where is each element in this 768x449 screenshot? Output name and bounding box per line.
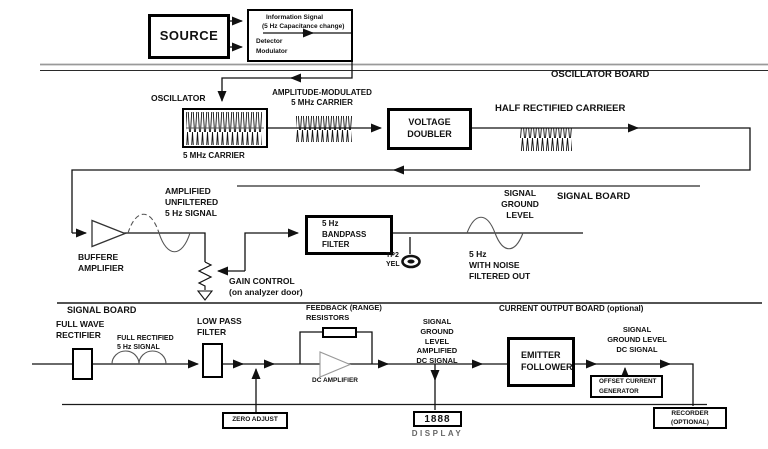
detector-capacitance-label: (5 Hz Capacitance change)	[262, 23, 345, 30]
feedback-resistor-symbol	[322, 327, 357, 338]
full-wave-rectifier-label: FULL WAVE RECTIFIER	[56, 319, 105, 341]
voltage-doubler-block: VOLTAGE DOUBLER	[387, 108, 472, 150]
full-wave-rectifier-block	[72, 348, 93, 380]
buffer-amplifier-label: BUFFERE AMPLIFIER	[78, 252, 124, 274]
gain-potentiometer	[197, 261, 245, 290]
display-caption: DISPLAY	[411, 429, 464, 438]
half-rectified-carrier-label: HALF RECTIFIED CARRIEER	[495, 103, 626, 114]
signal-board-heading-lower: SIGNAL BOARD	[67, 305, 137, 315]
current-output-board-heading: CURRENT OUTPUT BOARD (optional)	[499, 304, 644, 313]
low-pass-filter-block	[202, 343, 223, 378]
full-rectified-signal-label: FULL RECTIFIED 5 Hz SIGNAL	[117, 335, 174, 352]
carrier-waveform	[186, 112, 264, 145]
source-block: SOURCE	[148, 14, 230, 59]
signal-board-heading-upper: SIGNAL BOARD	[557, 191, 631, 202]
board-separators	[40, 63, 768, 406]
amplified-unfiltered-label: AMPLIFIED UNFILTERED 5 Hz SIGNAL	[165, 186, 219, 219]
amplitude-modulated-waveform	[296, 116, 352, 142]
signal-ground-level-label: SIGNAL GROUND LEVEL	[501, 188, 539, 221]
amplitude-modulated-label: AMPLITUDE-MODULATED 5 MHz CARRIER	[272, 88, 372, 108]
tp2-label: TP2 YEL	[386, 252, 400, 269]
half-rectified-waveform	[520, 128, 572, 151]
dc-amplifier-symbol	[319, 351, 352, 378]
recorder-block: RECORDER (OPTIONAL)	[653, 407, 727, 429]
display-readout: 1888	[413, 411, 462, 427]
oscillator-label: OSCILLATOR	[151, 93, 206, 103]
noise-filtered-label: 5 Hz WITH NOISE FILTERED OUT	[469, 249, 531, 282]
detector-label: Detector	[256, 38, 283, 45]
offset-current-generator-block: OFFSET CURRENT GENERATOR	[590, 375, 663, 398]
unfiltered-5hz-waveform	[127, 213, 191, 253]
feedback-resistors-label: FEEDBACK (RANGE) RESISTORS	[306, 303, 382, 322]
sgl-amplified-dc-label: SIGNAL GROUND LEVEL AMPLIFIED DC SIGNAL	[416, 317, 458, 365]
detector-info-signal-label: Information Signal	[266, 14, 324, 21]
sgl-dc-label: SIGNAL GROUND LEVEL DC SIGNAL	[607, 325, 667, 354]
oscillator-block	[182, 108, 268, 148]
emitter-follower-block: EMITTER FOLLOWER	[507, 337, 575, 387]
ground-symbol	[196, 290, 214, 301]
modulator-label: Modulator	[256, 48, 288, 55]
low-pass-filter-label: LOW PASS FILTER	[197, 316, 242, 338]
full-rectified-waveform	[111, 350, 167, 365]
dc-amplifier-label: DC AMPLIFIER	[312, 377, 358, 384]
zero-adjust-block: ZERO ADJUST	[222, 412, 288, 429]
tp2-test-point	[401, 254, 421, 269]
gain-control-label: GAIN CONTROL (on analyzer door)	[229, 276, 303, 298]
bandpass-filter-block: 5 Hz BANDPASS FILTER	[305, 215, 393, 255]
detector-modulator-block: Information Signal (5 Hz Capacitance cha…	[247, 9, 353, 62]
filtered-5hz-sine-waveform	[466, 216, 524, 250]
carrier-5mhz-label: 5 MHz CARRIER	[183, 151, 245, 160]
oscillator-board-heading: OSCILLATOR BOARD	[551, 69, 650, 80]
buffer-amplifier-symbol	[91, 219, 127, 248]
